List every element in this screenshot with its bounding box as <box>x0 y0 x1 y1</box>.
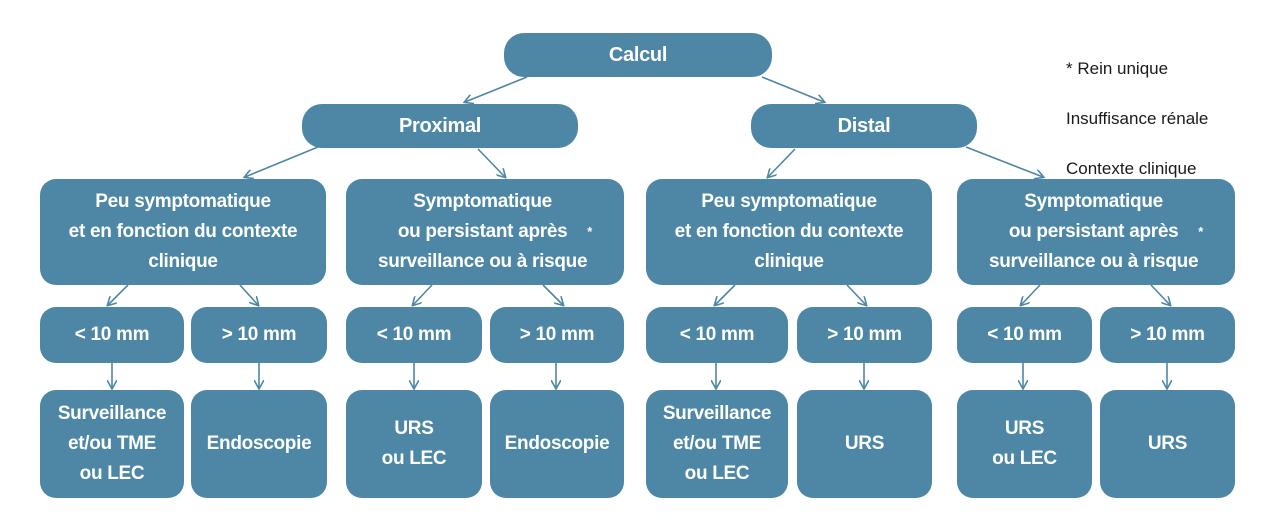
arrow-distal-symp <box>965 146 1043 177</box>
node-proximal-symptomatique: Symptomatique ou persistant après survei… <box>346 179 624 285</box>
arrow-root-proximal <box>465 76 528 102</box>
node-distal-symptomatique: Symptomatique ou persistant après survei… <box>957 179 1235 285</box>
arrow-proximal-symp <box>477 148 505 177</box>
arrow-distal-peu <box>768 148 796 177</box>
arrow-psymp-lt <box>413 284 433 305</box>
node-proximal-peu-gt10: > 10 mm <box>191 307 327 363</box>
node-distal-peu-lt10: < 10 mm <box>646 307 788 363</box>
arrow-proximal-peu <box>245 146 319 177</box>
node-proximal-peu-gt10-treatment: Endoscopie <box>191 390 327 498</box>
node-proximal-peu-lt10-treatment: Surveillance et/ou TME ou LEC <box>40 390 184 498</box>
node-proximal-symp-lt10: < 10 mm <box>346 307 482 363</box>
footnote-risk-factors: * Rein unique Insuffisance rénale Contex… <box>1066 31 1208 206</box>
node-distal-peu-gt10-treatment: URS <box>797 390 932 498</box>
node-distal-symp-lt10: < 10 mm <box>957 307 1092 363</box>
footnote-line-rein-unique: * Rein unique <box>1066 59 1169 78</box>
node-distal-symp-gt10: > 10 mm <box>1100 307 1235 363</box>
arrow-dsymp-lt <box>1021 284 1041 305</box>
arrow-ppeu-lt <box>108 284 129 305</box>
footnote-line-contexte: Contexte clinique <box>1066 159 1197 178</box>
node-distal-symptomatique-text: Symptomatique ou persistant après survei… <box>988 191 1199 272</box>
node-proximal-symp-lt10-treatment: URS ou LEC <box>346 390 482 498</box>
arrow-ppeu-gt <box>239 284 258 305</box>
node-distal-symp-gt10-treatment: URS <box>1100 390 1235 498</box>
node-calcul: Calcul <box>504 33 772 77</box>
arrow-dpeu-lt <box>715 284 736 305</box>
node-proximal-symptomatique-text: Symptomatique ou persistant après survei… <box>377 191 588 272</box>
arrow-psymp-gt <box>542 284 563 305</box>
arrow-root-distal <box>761 76 824 102</box>
arrow-dsymp-gt <box>1150 284 1170 305</box>
node-proximal-symp-gt10: > 10 mm <box>490 307 624 363</box>
node-distal-symp-lt10-treatment: URS ou LEC <box>957 390 1092 498</box>
node-distal-peu-lt10-treatment: Surveillance et/ou TME ou LEC <box>646 390 788 498</box>
node-distal: Distal <box>751 104 977 148</box>
node-distal-peu-symptomatique: Peu symptomatique et en fonction du cont… <box>646 179 932 285</box>
arrow-dpeu-gt <box>846 284 866 305</box>
node-distal-peu-gt10: > 10 mm <box>797 307 932 363</box>
node-proximal-peu-lt10: < 10 mm <box>40 307 184 363</box>
node-proximal: Proximal <box>302 104 578 148</box>
footnote-line-insuffisance: Insuffisance rénale <box>1066 109 1209 128</box>
node-proximal-peu-symptomatique: Peu symptomatique et en fonction du cont… <box>40 179 326 285</box>
node-proximal-symp-gt10-treatment: Endoscopie <box>490 390 624 498</box>
